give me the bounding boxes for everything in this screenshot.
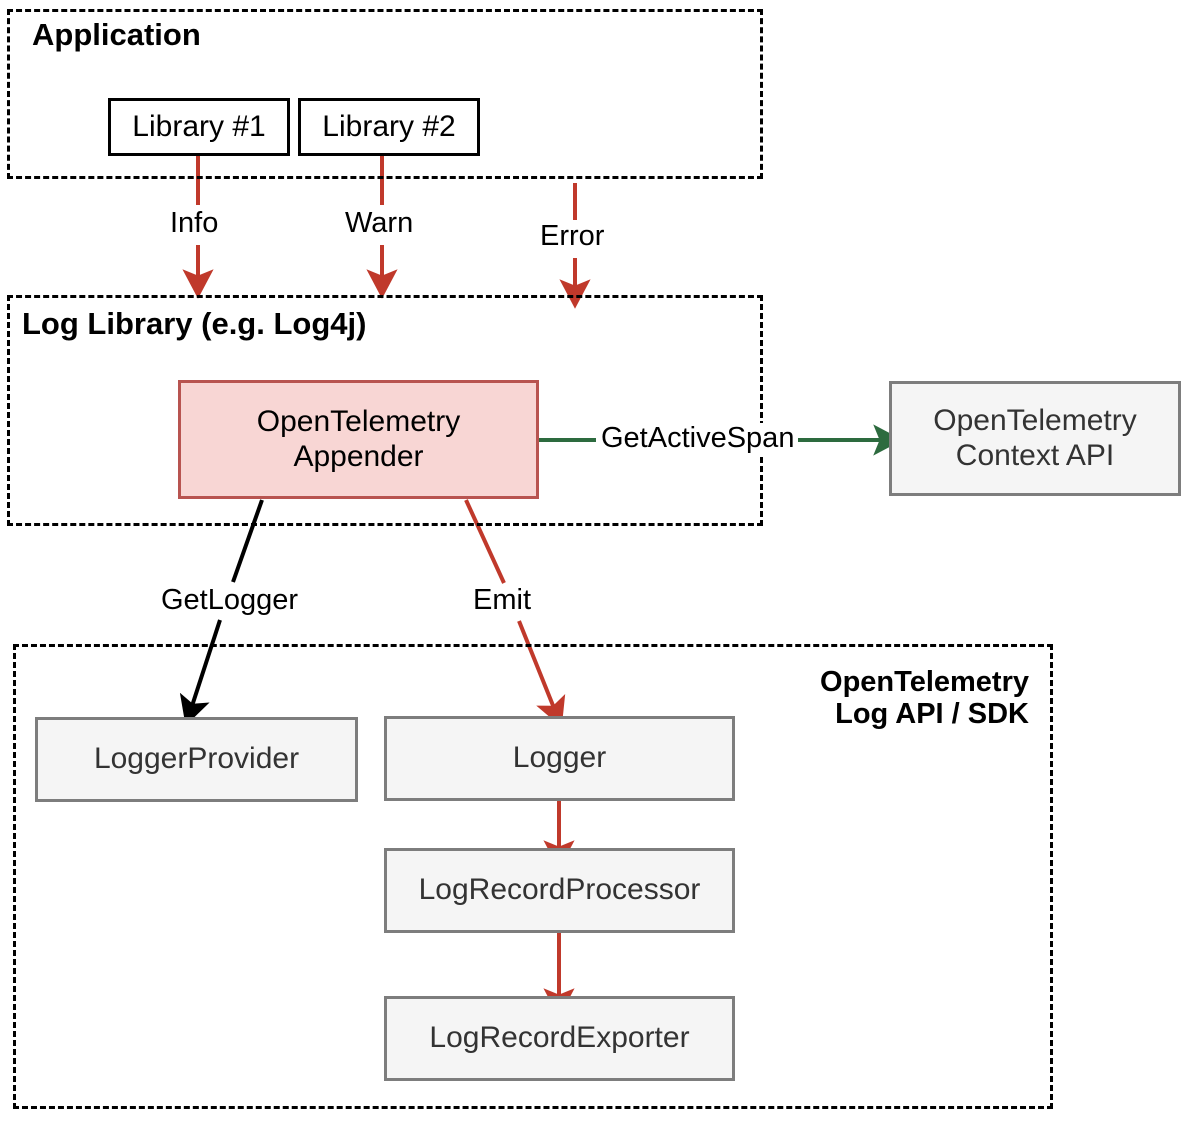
group-log-library-title: Log Library (e.g. Log4j) [22,306,367,341]
node-library-2[interactable]: Library #2 [298,98,480,156]
edge-label-info: Info [167,207,222,240]
node-opentelemetry-context-api[interactable]: OpenTelemetry Context API [889,381,1181,496]
edge-label-emit: Emit [470,584,534,617]
edge-label-warn: Warn [342,207,417,240]
node-log-record-processor[interactable]: LogRecordProcessor [384,848,735,933]
node-library-1[interactable]: Library #1 [108,98,290,156]
group-otel-sdk [13,644,1053,1109]
edge-label-error: Error [537,220,608,253]
edge-label-get-active-span: GetActiveSpan [598,422,798,455]
group-log-library [7,295,763,526]
edge-label-get-logger: GetLogger [158,584,302,617]
node-logger-provider[interactable]: LoggerProvider [35,717,358,802]
node-opentelemetry-appender[interactable]: OpenTelemetry Appender [178,380,539,499]
group-application [7,9,763,179]
node-log-record-exporter[interactable]: LogRecordExporter [384,996,735,1081]
group-application-title: Application [32,17,201,52]
group-otel-sdk-title: OpenTelemetry Log API / SDK [820,666,1029,731]
node-logger[interactable]: Logger [384,716,735,801]
